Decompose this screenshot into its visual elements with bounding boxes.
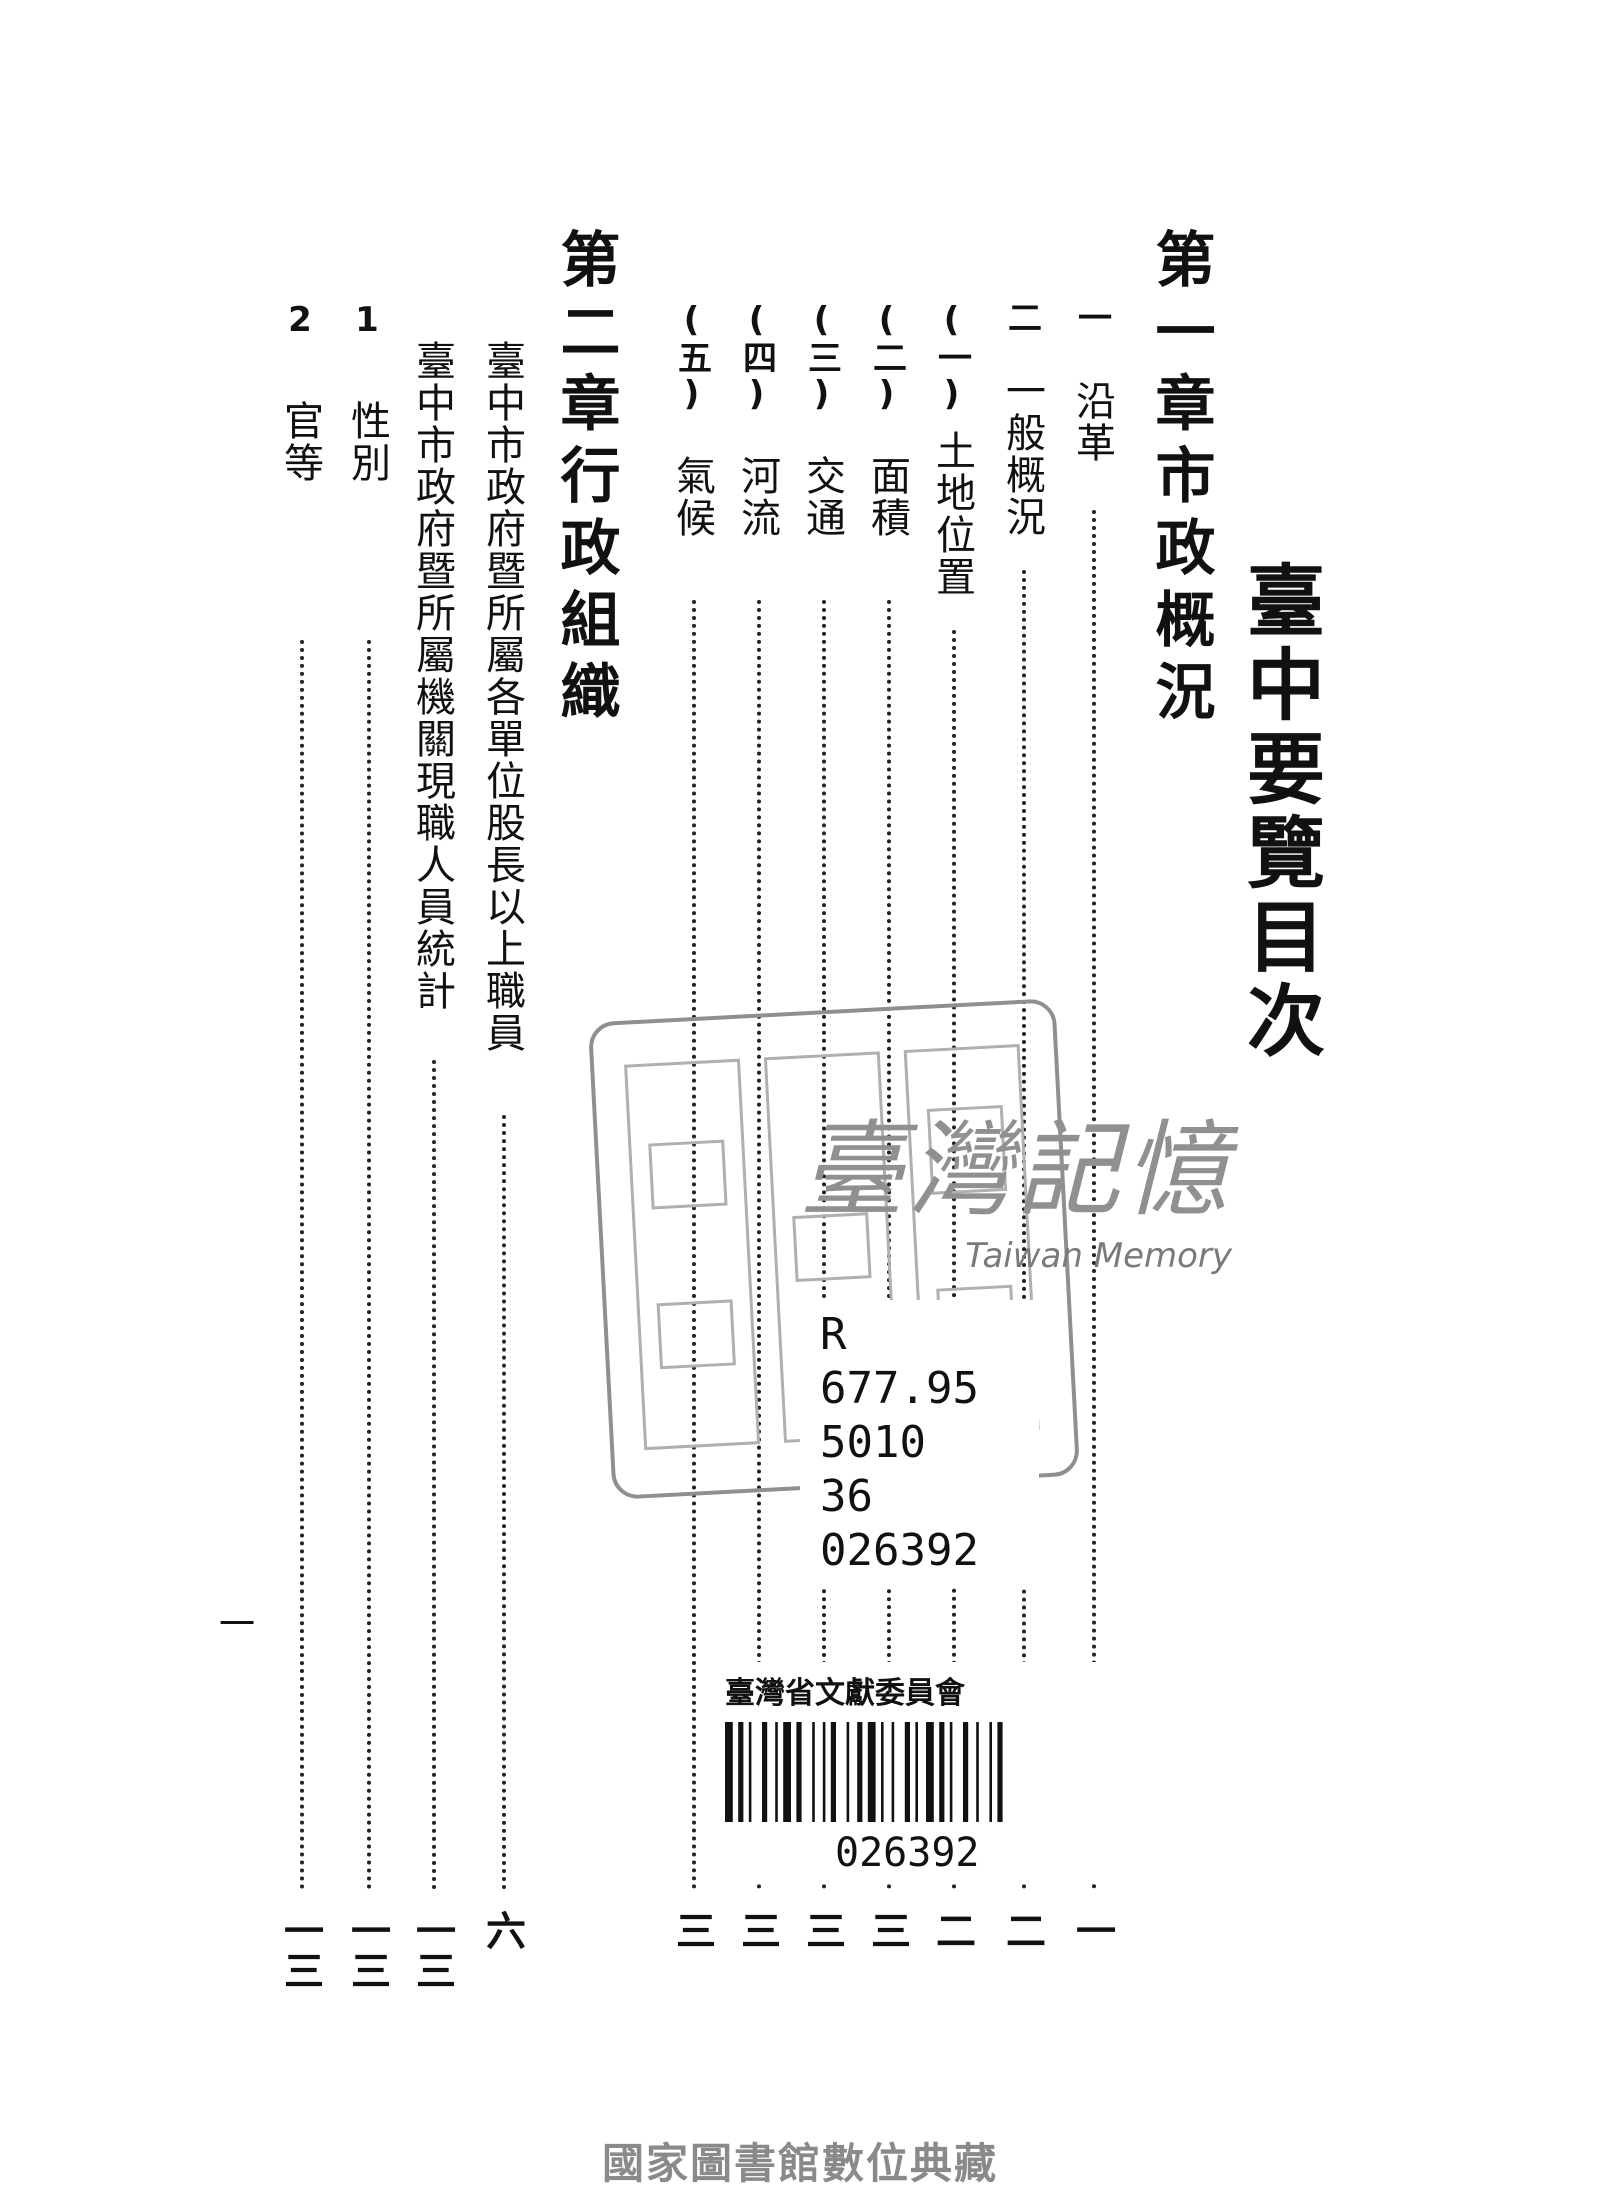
page-folio: 一 xyxy=(213,1605,254,1641)
call-number-line: 026392 xyxy=(820,1525,979,1576)
barcode-bar xyxy=(857,1722,863,1822)
toc-entry-1-7: (五) 氣候 三 xyxy=(660,300,724,1980)
dot-leader xyxy=(367,640,371,1890)
call-number-line: 677.95 xyxy=(820,1363,979,1414)
entry-label: 臺中市政府暨所屬機關現職人員統計 xyxy=(409,340,455,1012)
call-number-line: 5010 xyxy=(820,1417,926,1468)
call-number-line: R xyxy=(820,1309,847,1360)
dot-leader xyxy=(432,1060,436,1890)
barcode-bar xyxy=(867,1722,876,1822)
entry-number: 二 xyxy=(1001,300,1042,334)
barcode-bar xyxy=(748,1722,752,1822)
barcode-organization: 臺灣省文獻委員會 xyxy=(725,1676,965,1711)
dot-leader xyxy=(887,600,891,1890)
toc-entry-2-3: 1 性別 一三 xyxy=(335,300,399,1990)
entry-label: 河流 xyxy=(734,455,780,539)
entry-number: (二) xyxy=(866,300,907,414)
entry-label: 一般概況 xyxy=(999,370,1045,538)
barcode-bar xyxy=(997,1722,1003,1822)
entry-number: (五) xyxy=(671,300,712,414)
barcode-bars xyxy=(725,1722,1003,1822)
barcode-bar xyxy=(963,1722,969,1822)
barcode-bar xyxy=(830,1722,836,1822)
toc-entry-1-5: (三) 交通 三 xyxy=(790,300,854,1980)
toc-entry-1-1: 一 沿革 一 xyxy=(1060,300,1124,1980)
chapter-1-title: 第一章市政概況 xyxy=(1145,228,1215,732)
document-title: 臺中要覽目次 xyxy=(1234,560,1325,1064)
dot-leader xyxy=(1022,570,1026,1890)
barcode-label: 臺灣省文獻委員會 026392 xyxy=(705,1662,1105,1882)
dot-leader xyxy=(692,600,696,1890)
entry-label: 性別 xyxy=(344,400,390,484)
dot-leader xyxy=(1092,510,1096,1890)
toc-entry-1-6: (四) 河流 三 xyxy=(725,300,789,1980)
footer-credit: 國家圖書館數位典藏 xyxy=(601,2139,998,2188)
entry-page: 一三 xyxy=(344,1910,391,1990)
barcode-bar xyxy=(939,1722,945,1822)
barcode-bar xyxy=(738,1722,744,1822)
barcode-bar xyxy=(904,1722,910,1822)
barcode-number: 026392 xyxy=(835,1830,980,1876)
barcode-bar xyxy=(949,1722,953,1822)
entry-page: 三 xyxy=(734,1910,781,1950)
chapter-2-title: 第二章行政組織 xyxy=(550,228,620,732)
dot-leader xyxy=(502,1115,506,1890)
dot-leader xyxy=(952,630,956,1890)
barcode-bar xyxy=(725,1722,733,1822)
dot-leader xyxy=(822,600,826,1890)
entry-label: 臺中市政府暨所屬各單位股長以上職員 xyxy=(479,340,525,1054)
barcode-bar xyxy=(846,1722,850,1822)
dot-leader xyxy=(757,600,761,1890)
entry-label: 面積 xyxy=(864,455,910,539)
entry-page: 三 xyxy=(864,1910,911,1950)
entry-number: (三) xyxy=(801,300,842,414)
entry-number: (四) xyxy=(736,300,777,414)
barcode-bar xyxy=(812,1722,815,1822)
barcode-bar xyxy=(775,1722,778,1822)
entry-label: 氣候 xyxy=(669,455,715,539)
dot-leader xyxy=(300,640,304,1890)
call-number-label: R 677.95 5010 36 026392 xyxy=(800,1300,1039,1586)
entry-page: 一三 xyxy=(277,1910,324,1990)
barcode-bar xyxy=(891,1722,895,1822)
entry-page: 二 xyxy=(929,1910,976,1950)
barcode-bar xyxy=(881,1722,884,1822)
call-number-line: 36 xyxy=(820,1471,873,1522)
barcode-bar xyxy=(796,1722,802,1822)
toc-entry-2-2: 臺中市政府暨所屬機關現職人員統計 一三 xyxy=(400,300,464,1990)
entry-label: 官等 xyxy=(277,400,323,484)
entry-number: 1 xyxy=(347,300,387,340)
entry-number: (一) xyxy=(931,300,972,414)
entry-number: 2 xyxy=(280,300,320,340)
barcode-bar xyxy=(822,1722,826,1822)
entry-page: 三 xyxy=(669,1910,716,1950)
barcode-bar xyxy=(976,1722,979,1822)
entry-label: 沿革 xyxy=(1069,380,1115,464)
entry-page: 六 xyxy=(479,1910,526,1950)
toc-entry-1-4: (二) 面積 三 xyxy=(855,300,919,1980)
watermark-chinese: 臺灣記憶 xyxy=(800,1109,1233,1231)
barcode-bar xyxy=(762,1722,768,1822)
barcode-bar xyxy=(989,1722,992,1822)
watermark-english: Taiwan Memory xyxy=(965,1236,1233,1276)
barcode-bar xyxy=(926,1722,934,1822)
toc-entry-2-4: 2 官等 一三 xyxy=(268,300,332,1990)
barcode-bar xyxy=(783,1722,791,1822)
entry-page: 三 xyxy=(799,1910,846,1950)
entry-page: 二 xyxy=(999,1910,1046,1950)
toc-entry-1-2: 二 一般概況 二 xyxy=(990,300,1054,1980)
entry-page: 一 xyxy=(1069,1910,1116,1950)
entry-label: 土地位置 xyxy=(929,430,975,598)
entry-number: 一 xyxy=(1071,300,1112,334)
toc-entry-1-3: (一) 土地位置 二 xyxy=(920,300,984,1980)
taiwan-memory-watermark: 臺灣記憶 Taiwan Memory xyxy=(800,1085,1232,1276)
entry-label: 交通 xyxy=(799,455,845,539)
toc-entry-2-1: 臺中市政府暨所屬各單位股長以上職員 六 xyxy=(470,300,534,1980)
entry-page: 一三 xyxy=(409,1910,456,1990)
barcode-bar xyxy=(915,1722,918,1822)
